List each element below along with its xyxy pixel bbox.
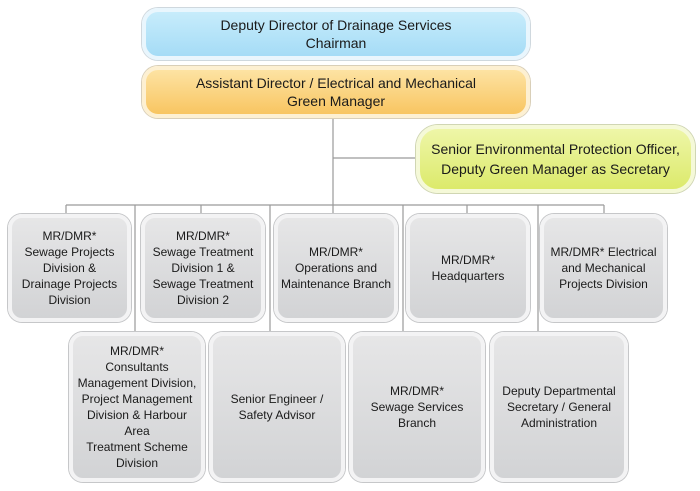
electrical-mechanical-projects-box: MR/DMR* Electrical and Mechanical Projec… [540, 214, 667, 322]
chairman-box: Deputy Director of Drainage Services Cha… [142, 8, 530, 60]
secretary-title: Senior Environmental Protection Officer, [431, 141, 680, 157]
operations-maintenance-branch-box: MR/DMR* Operations and Maintenance Branc… [274, 214, 398, 322]
chairman-title: Deputy Director of Drainage Services [220, 17, 452, 33]
green-manager-role: Green Manager [286, 93, 386, 109]
green-manager-title: Assistant Director / Electrical and Mech… [195, 75, 477, 91]
general-administration-box: Deputy Departmental Secretary / General … [490, 332, 628, 482]
secretary-role: Deputy Green Manager as Secretary [441, 161, 670, 177]
sewage-services-branch-box: MR/DMR* Sewage Services Branch [349, 332, 485, 482]
headquarters-box: MR/DMR* Headquarters [406, 214, 530, 322]
sewage-projects-division-box: MR/DMR* Sewage Projects Division & Drain… [8, 214, 131, 322]
sewage-treatment-division-box: MR/DMR* Sewage Treatment Division 1 & Se… [141, 214, 265, 322]
green-manager-box: Assistant Director / Electrical and Mech… [142, 66, 530, 118]
consultants-management-division-box: MR/DMR* Consultants Management Division,… [69, 332, 205, 482]
safety-advisor-box: Senior Engineer / Safety Advisor [209, 332, 345, 482]
secretary-box: Senior Environmental Protection Officer,… [416, 125, 695, 193]
chairman-role: Chairman [305, 35, 367, 51]
